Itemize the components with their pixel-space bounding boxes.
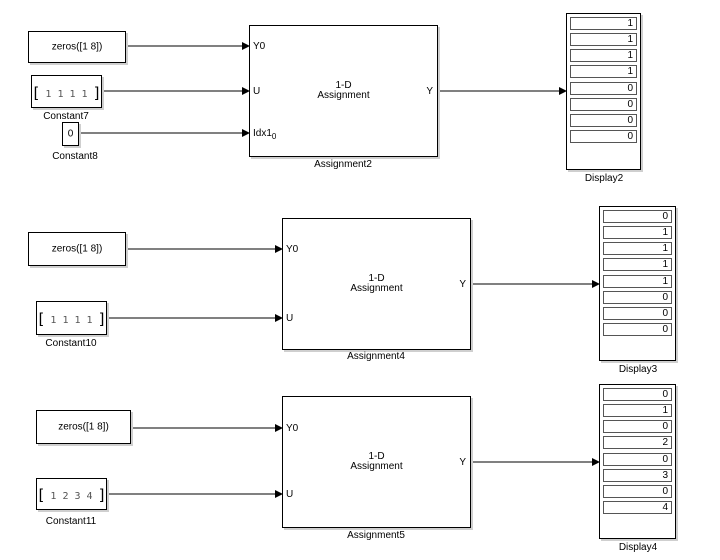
- constant11-label: Constant11: [45, 516, 97, 527]
- constant-value: 0: [67, 128, 74, 140]
- display4-label: Display4: [618, 542, 658, 553]
- display-cell: 1: [603, 275, 672, 288]
- constant-value: zeros([1 8]): [58, 421, 109, 433]
- block-title-line1: 1-D: [335, 80, 352, 91]
- constant-value: zeros([1 8]): [51, 41, 103, 53]
- port-idx-label: Idx1: [253, 128, 272, 139]
- block-title: 1-D Assignment: [283, 274, 470, 294]
- zeros-constant-block[interactable]: zeros([1 8]): [28, 31, 126, 63]
- zeros-constant-block[interactable]: zeros([1 8]): [36, 410, 131, 444]
- constant-vector: [ 1 1 1 1 ]: [33, 83, 100, 102]
- port-y0: Y0: [286, 244, 299, 255]
- display-cell: 0: [570, 98, 637, 111]
- assignment5-label: Assignment5: [347, 530, 405, 541]
- display-cell: 1: [570, 49, 637, 62]
- assignment2-block[interactable]: Y0 U Idx10 1-D Assignment Y: [249, 25, 438, 157]
- display2-block[interactable]: 1 1 1 1 0 0 0 0: [566, 13, 641, 170]
- display-cell: 1: [603, 404, 672, 417]
- vector-values: 1 1 1 1: [45, 88, 88, 100]
- vector-values: 1 1 1 1: [50, 315, 93, 326]
- display-cell: 0: [570, 82, 637, 95]
- block-title-line2: Assignment: [317, 90, 370, 101]
- display3-label: Display3: [618, 364, 658, 375]
- block-title-line2: Assignment: [350, 461, 403, 472]
- port-idx: Idx10: [253, 128, 277, 141]
- port-y0: Y0: [253, 41, 266, 52]
- constant-vector: [ 1 2 3 4 ]: [38, 486, 105, 504]
- block-title: 1-D Assignment: [250, 81, 437, 101]
- port-u: U: [286, 313, 294, 324]
- port-y: Y: [426, 86, 433, 97]
- display-cell: 0: [603, 307, 672, 320]
- display-cell: 1: [570, 17, 637, 30]
- port-u: U: [286, 489, 294, 500]
- display-cell: 1: [570, 33, 637, 46]
- block-title-line1: 1-D: [368, 451, 385, 462]
- display-cell: 0: [570, 130, 637, 143]
- constant10-label: Constant10: [45, 338, 97, 349]
- constant-vector: [ 1 1 1 1 ]: [38, 310, 105, 328]
- assignment4-block[interactable]: Y0 U 1-D Assignment Y: [282, 218, 471, 350]
- display-cell: 0: [603, 420, 672, 433]
- zeros-constant-block[interactable]: zeros([1 8]): [28, 232, 126, 266]
- constant7-label: Constant7: [43, 111, 89, 122]
- assignment2-label: Assignment2: [314, 159, 372, 170]
- port-y0: Y0: [286, 423, 299, 434]
- assignment5-block[interactable]: Y0 U 1-D Assignment Y: [282, 396, 471, 528]
- display3-block[interactable]: 0 1 1 1 1 0 0 0: [599, 206, 676, 361]
- display2-label: Display2: [584, 173, 624, 184]
- constant8-block[interactable]: 0: [62, 122, 79, 146]
- constant8-label: Constant8: [52, 151, 98, 162]
- display-cell: 0: [570, 114, 637, 127]
- display-cell: 0: [603, 453, 672, 466]
- port-u: U: [253, 86, 261, 97]
- port-y: Y: [459, 457, 466, 468]
- block-title-line2: Assignment: [350, 283, 403, 294]
- vector-values: 1 2 3 4: [50, 491, 93, 502]
- display-cell: 0: [603, 323, 672, 336]
- display-cell: 0: [603, 291, 672, 304]
- block-title: 1-D Assignment: [283, 452, 470, 472]
- constant7-block[interactable]: [ 1 1 1 1 ]: [31, 75, 102, 108]
- display-cell: 2: [603, 436, 672, 449]
- block-title-line1: 1-D: [368, 273, 385, 284]
- constant-value: zeros([1 8]): [51, 243, 103, 255]
- constant11-block[interactable]: [ 1 2 3 4 ]: [36, 478, 107, 510]
- display-cell: 3: [603, 469, 672, 482]
- display-cell: 4: [603, 501, 672, 514]
- display-cell: 1: [603, 258, 672, 271]
- display-cell: 1: [570, 65, 637, 78]
- display-cell: 1: [603, 242, 672, 255]
- port-idx-subscript: 0: [271, 132, 277, 141]
- display-cell: 0: [603, 388, 672, 401]
- display4-block[interactable]: 0 1 0 2 0 3 0 4: [599, 384, 676, 539]
- display-cell: 1: [603, 226, 672, 239]
- constant10-block[interactable]: [ 1 1 1 1 ]: [36, 301, 107, 335]
- display-cell: 0: [603, 210, 672, 223]
- port-y: Y: [459, 279, 466, 290]
- assignment4-label: Assignment4: [347, 351, 405, 362]
- display-cell: 0: [603, 485, 672, 498]
